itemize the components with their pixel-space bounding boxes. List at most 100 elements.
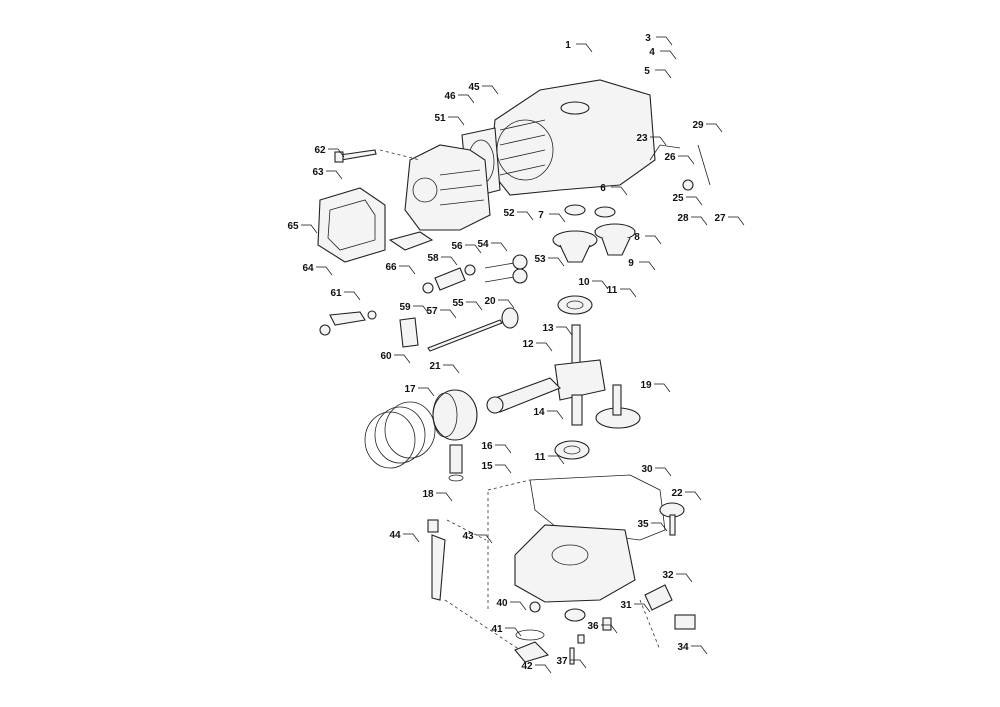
part-label-40: 40 [496,598,508,609]
part-label-5: 5 [644,66,650,77]
leader-line [517,211,534,221]
leader-line [686,196,703,206]
crankcase-gasket [529,474,666,541]
leader-line [328,148,345,158]
rocker-parts [319,310,419,348]
part-label-37: 37 [556,656,568,667]
valves-springs [422,254,528,294]
part-label-14: 14 [533,407,545,418]
connecting-rod [486,377,561,414]
cylinder-head [404,144,491,231]
part-label-4: 4 [649,47,655,58]
part-label-11: 11 [607,285,618,296]
part-label-51: 51 [434,113,446,124]
part-label-25: 25 [672,193,684,204]
leader-line [536,342,553,352]
leader-line [495,444,512,454]
leader-line [510,601,527,611]
leader-line [418,387,435,397]
leader-line [650,136,667,146]
piston-pin [448,444,464,482]
part-label-34: 34 [677,642,689,653]
leader-line [344,291,361,301]
leader-line [660,50,677,60]
part-label-65: 65 [287,221,299,232]
leader-line [548,455,565,465]
part-label-23: 23 [636,133,648,144]
part-label-27: 27 [714,213,726,224]
leader-line [476,534,493,544]
part-label-52: 52 [503,208,515,219]
part-label-43: 43 [462,531,474,542]
leader-line [491,242,508,252]
leader-line [326,170,343,180]
leader-line [535,664,552,674]
leader-line [301,224,318,234]
piston [432,389,478,441]
part-label-22: 22 [671,488,683,499]
leader-line [639,261,656,271]
leader-line [601,624,618,634]
part-label-58: 58 [427,253,439,264]
leader-line [505,627,522,637]
part-label-59: 59 [399,302,411,313]
cover-gasket [388,231,434,251]
part-label-44: 44 [389,530,401,541]
part-label-62: 62 [314,145,326,156]
part-label-56: 56 [451,241,463,252]
part-label-30: 30 [641,464,653,475]
part-label-20: 20 [484,296,496,307]
leader-line [592,280,609,290]
leader-line [436,492,453,502]
leader-line [458,94,475,104]
leader-line [576,43,593,53]
leader-line [634,603,651,613]
part-label-19: 19 [640,380,652,391]
part-label-41: 41 [491,624,503,635]
leader-line [440,309,457,319]
part-label-21: 21 [429,361,441,372]
part-label-42: 42 [521,661,533,672]
leader-line [495,464,512,474]
leader-line [413,305,430,315]
part-label-45: 45 [468,82,480,93]
part-label-61: 61 [330,288,342,299]
part-label-1: 1 [565,40,571,51]
part-label-16: 16 [481,441,493,452]
part-label-66: 66 [385,262,397,273]
part-label-53: 53 [534,254,546,265]
leader-line [316,266,333,276]
camshafts [552,204,636,263]
part-label-11: 11 [535,452,546,463]
part-label-13: 13 [542,323,554,334]
leader-line [691,645,708,655]
leader-line [685,491,702,501]
part-label-54: 54 [477,239,489,250]
part-label-17: 17 [404,384,416,395]
part-label-60: 60 [380,351,392,362]
crankshaft [554,324,606,426]
leader-line [691,216,708,226]
leader-line [443,364,460,374]
leader-line [656,36,673,46]
leader-line [548,257,565,267]
leader-line [728,216,745,226]
leader-line [549,213,566,223]
leader-line [620,288,637,298]
part-label-63: 63 [312,167,324,178]
leader-line [466,301,483,311]
breather-parts [644,584,696,630]
part-label-15: 15 [481,461,493,472]
governor-arm [649,144,711,191]
leader-line [645,235,662,245]
head-bolt [334,149,377,163]
leader-line [611,186,628,196]
part-label-32: 32 [662,570,674,581]
leader-line [465,244,482,254]
part-label-64: 64 [302,263,314,274]
leader-line [651,522,668,532]
valve-cover [317,187,386,263]
